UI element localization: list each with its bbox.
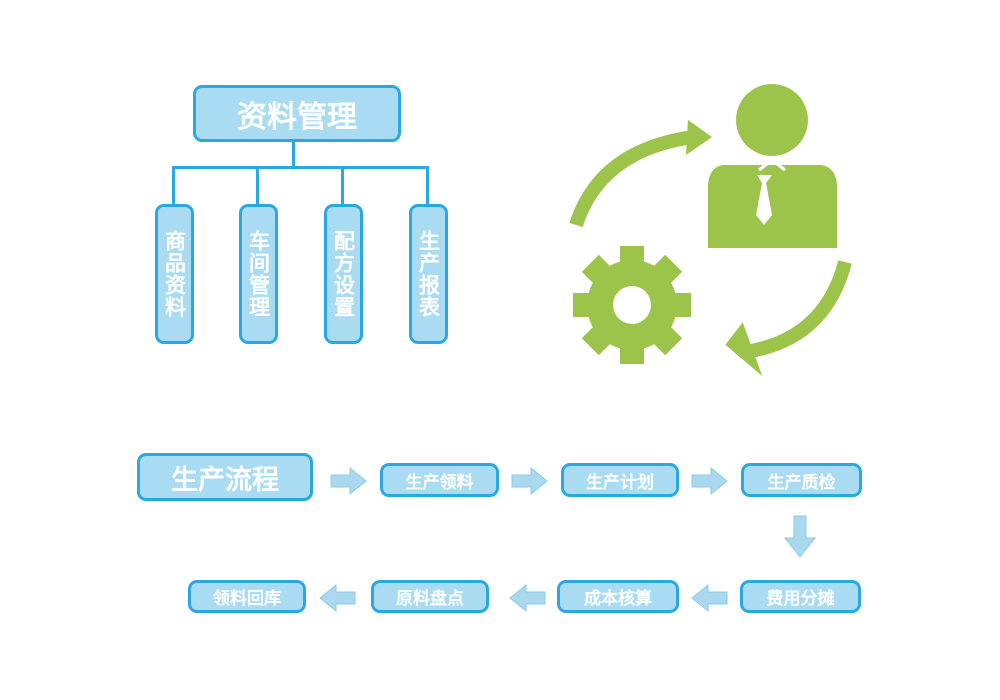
flow-step: 费用分摊 xyxy=(740,580,861,613)
person-body-icon xyxy=(708,165,837,248)
arrow-head-icon xyxy=(725,322,763,376)
flow-title-box: 生产流程 xyxy=(137,453,313,501)
connector xyxy=(256,166,259,206)
flow-step: 原料盘点 xyxy=(371,580,489,613)
flow-step: 领料回库 xyxy=(188,580,306,613)
arrow-right-icon xyxy=(330,466,367,496)
management-item: 车间管理 xyxy=(239,204,278,344)
management-item: 配方设置 xyxy=(324,204,363,344)
management-item: 生产报表 xyxy=(409,204,448,344)
arrow-head-icon xyxy=(686,120,712,155)
cycle-arrow-icon xyxy=(569,130,694,228)
connector xyxy=(292,141,295,169)
flow-step: 生产领料 xyxy=(380,463,499,497)
arrow-left-icon xyxy=(319,583,356,613)
person-head-icon xyxy=(736,84,808,156)
management-item: 商品资料 xyxy=(155,204,194,344)
flow-step: 生产质检 xyxy=(741,463,862,497)
connector xyxy=(172,166,429,169)
connector xyxy=(341,166,344,206)
arrow-right-icon xyxy=(691,466,728,496)
cycle-arrow-icon xyxy=(743,260,852,359)
arrow-left-icon xyxy=(691,583,728,613)
flow-step: 生产计划 xyxy=(561,463,679,497)
flow-step: 成本核算 xyxy=(557,580,679,613)
connector xyxy=(172,166,175,206)
management-title-box: 资料管理 xyxy=(193,85,401,142)
connector xyxy=(426,166,429,206)
arrow-down-icon xyxy=(783,515,817,558)
arrow-right-icon xyxy=(511,466,548,496)
flow-arrows xyxy=(319,466,817,613)
arrow-left-icon xyxy=(509,583,546,613)
